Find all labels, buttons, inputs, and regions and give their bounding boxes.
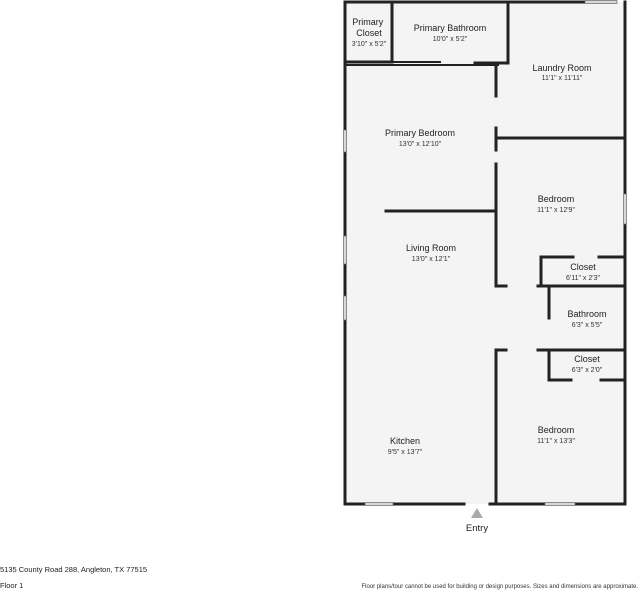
floor-area [345, 2, 625, 504]
primary-closet-name: Primary Closet [352, 17, 386, 38]
closet-2-name: Closet [574, 354, 600, 364]
primary-bathroom-dims: 10'0" x 5'2" [433, 36, 468, 43]
floor-label: Floor 1 [0, 581, 24, 590]
entry-label: Entry [466, 523, 488, 534]
entry-arrow [471, 508, 483, 518]
bedroom-2-name: Bedroom [538, 425, 575, 435]
bathroom-dims: 6'3" x 5'5" [572, 322, 603, 329]
property-address: 5135 County Road 288, Angleton, TX 77515 [0, 565, 148, 574]
room-labels: Primary Closet 3'10" x 5'2" Primary Bath… [352, 17, 607, 456]
window [544, 502, 576, 506]
laundry-room-name: Laundry Room [532, 63, 591, 73]
closet-1-dims: 6'11" x 2'3" [566, 275, 600, 282]
bathroom-name: Bathroom [567, 309, 606, 319]
closet-2-dims: 6'3" x 2'0" [572, 367, 603, 374]
primary-closet-dims: 3'10" x 5'2" [352, 41, 387, 48]
bedroom-1-name: Bedroom [538, 194, 575, 204]
living-room-dims: 13'0" x 12'1" [412, 256, 451, 263]
bedroom-1-dims: 11'1" x 12'9" [537, 207, 575, 214]
kitchen-dims: 9'5" x 13'7" [388, 449, 423, 456]
primary-bedroom-dims: 13'0" x 12'10" [399, 141, 442, 148]
window [343, 235, 347, 265]
laundry-room-dims: 11'1" x 11'11" [542, 75, 583, 82]
window [623, 193, 627, 225]
kitchen-name: Kitchen [390, 436, 420, 446]
window [343, 295, 347, 321]
window [343, 129, 347, 153]
primary-bedroom-name: Primary Bedroom [385, 128, 455, 138]
disclaimer-text: Floor plans/tour cannot be used for buil… [361, 584, 639, 590]
closet-1-name: Closet [570, 262, 596, 272]
window [364, 502, 394, 506]
bedroom-2-dims: 11'1" x 13'3" [537, 438, 575, 445]
window [584, 0, 618, 4]
living-room-name: Living Room [406, 243, 456, 253]
windows [343, 0, 627, 506]
primary-bathroom-name: Primary Bathroom [414, 23, 487, 33]
walls [343, 0, 627, 506]
